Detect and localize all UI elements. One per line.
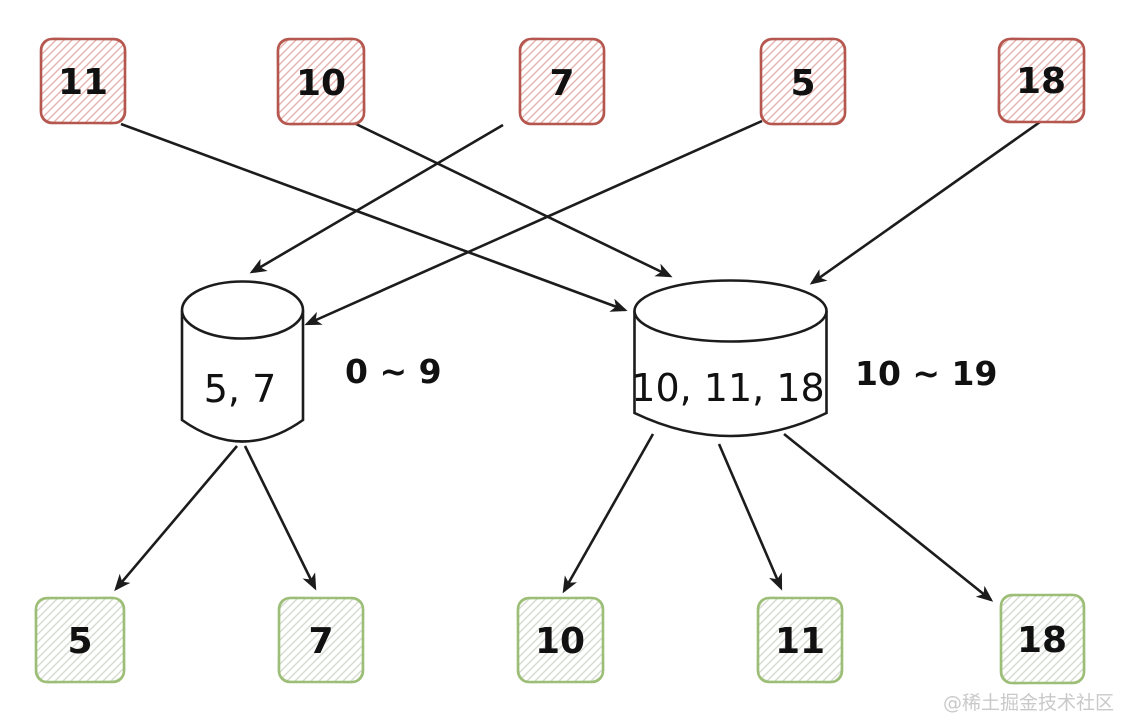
output-box-11: 11 bbox=[756, 596, 844, 684]
arrows-input-to-bucket bbox=[120, 119, 1041, 326]
arrow-5-to-bucket-0-9 bbox=[304, 119, 763, 326]
output-box-18: 18 bbox=[999, 593, 1086, 685]
output-box-value: 18 bbox=[1017, 620, 1067, 661]
bucket-contents: 10, 11, 18 bbox=[631, 366, 824, 410]
bucket-body bbox=[180, 311, 305, 443]
bucket-contents: 5, 7 bbox=[204, 367, 277, 411]
bucket-0-9-range-label: 0 ~ 9 bbox=[345, 352, 442, 391]
output-box-value: 10 bbox=[535, 621, 585, 662]
output-box-value: 11 bbox=[775, 621, 825, 662]
arrow-bucket-10-19-to-11 bbox=[717, 443, 783, 591]
arrow-10-to-bucket-10-19 bbox=[355, 122, 673, 278]
input-box-10: 10 bbox=[276, 37, 366, 126]
arrow-18-to-bucket-10-19 bbox=[809, 120, 1041, 285]
bucket-10-19-range-label: 10 ~ 19 bbox=[855, 354, 997, 393]
arrow-bucket-10-19-to-10 bbox=[562, 433, 655, 594]
arrows-bucket-to-output bbox=[114, 432, 994, 602]
output-box-value: 5 bbox=[67, 621, 92, 662]
bucket-body bbox=[633, 311, 828, 438]
input-box-value: 10 bbox=[296, 63, 346, 104]
arrow-bucket-0-9-to-5 bbox=[114, 445, 238, 592]
output-box-7: 7 bbox=[277, 596, 365, 684]
input-box-11: 11 bbox=[39, 37, 127, 125]
bucket-0-9: 5, 7 bbox=[180, 280, 305, 443]
watermark: @稀土掘金技术社区 bbox=[943, 692, 1114, 714]
bucket-rim bbox=[633, 279, 828, 343]
input-box-value: 7 bbox=[549, 63, 574, 104]
input-box-18: 18 bbox=[997, 37, 1086, 124]
input-box-5: 5 bbox=[759, 37, 847, 126]
arrow-bucket-0-9-to-7 bbox=[243, 445, 317, 591]
input-box-value: 5 bbox=[790, 63, 815, 104]
arrow-bucket-10-19-to-18 bbox=[783, 432, 994, 602]
bucket-10-19: 10, 11, 18 bbox=[631, 279, 828, 438]
input-box-value: 11 bbox=[58, 62, 108, 103]
input-box-7: 7 bbox=[518, 37, 606, 126]
output-box-10: 10 bbox=[516, 596, 605, 684]
bucket-rim bbox=[180, 280, 305, 340]
arrow-11-to-bucket-10-19 bbox=[120, 122, 628, 312]
arrow-7-to-bucket-0-9 bbox=[249, 123, 504, 274]
output-box-5: 5 bbox=[34, 596, 126, 684]
input-box-value: 18 bbox=[1016, 61, 1066, 102]
output-box-value: 7 bbox=[308, 621, 333, 662]
